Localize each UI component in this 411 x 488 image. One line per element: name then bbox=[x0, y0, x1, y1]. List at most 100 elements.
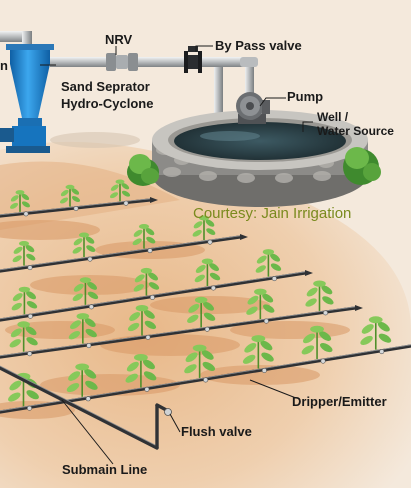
plant-leaf bbox=[246, 306, 258, 315]
plant-leaf bbox=[144, 320, 157, 330]
plant-leaf bbox=[26, 337, 38, 346]
plant-leaf bbox=[142, 359, 155, 370]
plant-leaf bbox=[262, 249, 275, 255]
label-pump: Pump bbox=[287, 89, 324, 104]
plant-leaf bbox=[260, 340, 273, 351]
plant-leaf bbox=[244, 342, 257, 353]
dripper-emitter bbox=[144, 386, 150, 392]
plant-leaf bbox=[8, 392, 21, 402]
well bbox=[152, 110, 368, 207]
plant-leaf bbox=[263, 304, 275, 313]
dripper-emitter bbox=[207, 239, 213, 245]
submain-line bbox=[0, 365, 159, 450]
plant-leaf bbox=[17, 321, 30, 328]
plant-leaf bbox=[121, 190, 131, 197]
plant-leaf bbox=[254, 288, 267, 295]
dripper-emitter bbox=[203, 377, 209, 383]
plant-leaf bbox=[262, 293, 274, 303]
dripper-emitter bbox=[322, 310, 328, 316]
plant-leaf bbox=[188, 303, 200, 313]
plant-leaf bbox=[10, 195, 19, 202]
bush-right bbox=[343, 147, 381, 185]
flush-valve bbox=[155, 403, 172, 448]
plant-leaf bbox=[26, 253, 36, 261]
plant-leaf bbox=[115, 179, 125, 184]
dripper-emitter bbox=[26, 405, 32, 411]
plant-leaf bbox=[209, 272, 221, 281]
plant-leaf bbox=[10, 328, 22, 338]
plant-leaf bbox=[270, 253, 280, 262]
plant-leaf bbox=[71, 196, 81, 203]
plant-leaf bbox=[203, 312, 216, 321]
plant-leaf bbox=[72, 293, 83, 302]
plant-leaf bbox=[138, 223, 150, 230]
plant-leaf bbox=[121, 183, 130, 190]
lateral-end-cap bbox=[240, 234, 248, 240]
plant-leaf bbox=[132, 238, 142, 246]
plant-leaf bbox=[187, 314, 199, 324]
plant-leaf bbox=[205, 219, 215, 227]
plant-leaf bbox=[73, 283, 84, 292]
plant-leaf bbox=[368, 316, 383, 324]
plant-leaf bbox=[9, 339, 21, 348]
plant-leaf bbox=[86, 245, 96, 252]
plant-leaf bbox=[25, 245, 35, 253]
lateral-end-cap bbox=[305, 270, 313, 276]
lateral-pipe-highlight bbox=[0, 306, 356, 357]
plant-leaf bbox=[21, 201, 31, 208]
dripper-emitter bbox=[123, 200, 129, 206]
plant-leaf bbox=[184, 364, 197, 374]
dripper-emitter bbox=[27, 313, 33, 319]
plant-leaf bbox=[203, 301, 214, 311]
plant-leaf bbox=[133, 284, 144, 292]
plant-leaf bbox=[68, 371, 81, 381]
plant-leaf bbox=[256, 255, 267, 264]
plant-leaf bbox=[21, 193, 30, 201]
plant-leaf bbox=[26, 300, 38, 309]
plant-leaf bbox=[9, 380, 22, 391]
label-nrv: NRV bbox=[105, 32, 133, 47]
plant-leaf bbox=[201, 350, 214, 360]
plant-leaf bbox=[134, 274, 145, 283]
label-well-line1: Well / bbox=[317, 110, 349, 124]
lateral-end-cap bbox=[150, 197, 158, 203]
plant-leaf bbox=[313, 280, 326, 287]
label-sand-separator-line1: Sand Seprator bbox=[61, 79, 150, 94]
dripper-emitter bbox=[263, 318, 269, 324]
plant-leaf bbox=[360, 335, 373, 346]
plant-leaf bbox=[255, 265, 266, 273]
plant-leaf bbox=[70, 320, 81, 330]
plant-leaf bbox=[59, 197, 69, 204]
plant-leaf bbox=[18, 240, 30, 247]
plant-leaf bbox=[127, 322, 140, 332]
plant-leaf bbox=[195, 264, 206, 273]
plant-leaf bbox=[129, 312, 141, 321]
dripper-emitter bbox=[145, 334, 151, 340]
dripper-emitter bbox=[88, 304, 94, 310]
dripper-emitter bbox=[261, 368, 267, 374]
plant-leaf bbox=[145, 228, 155, 236]
plant-leaf bbox=[209, 263, 219, 272]
plant-leaf bbox=[194, 296, 208, 304]
plant-leaf bbox=[72, 246, 82, 254]
dripper-emitter bbox=[271, 276, 277, 282]
label-partial-left: n bbox=[0, 58, 8, 73]
plant-leaf bbox=[192, 344, 207, 352]
plant-leaf bbox=[60, 189, 69, 197]
plant-leaf bbox=[143, 309, 155, 319]
lateral-pipe bbox=[0, 306, 357, 359]
plant-leaf bbox=[12, 255, 22, 263]
label-sand-separator-line2: Hydro-Cyclone bbox=[61, 96, 154, 111]
dripper-emitter bbox=[27, 265, 33, 271]
plant-leaf bbox=[135, 304, 149, 312]
plant-leaf bbox=[76, 313, 90, 320]
leader-lines bbox=[40, 45, 313, 465]
credit-text: Courtesy: Jain Irrigation bbox=[193, 205, 352, 222]
plant-leaf bbox=[79, 277, 92, 283]
plant-leaf bbox=[322, 296, 334, 305]
dripper-emitter bbox=[149, 294, 155, 300]
plant-leaf bbox=[133, 229, 143, 237]
plant-leaf bbox=[110, 184, 119, 191]
plant-leaf bbox=[202, 361, 216, 372]
